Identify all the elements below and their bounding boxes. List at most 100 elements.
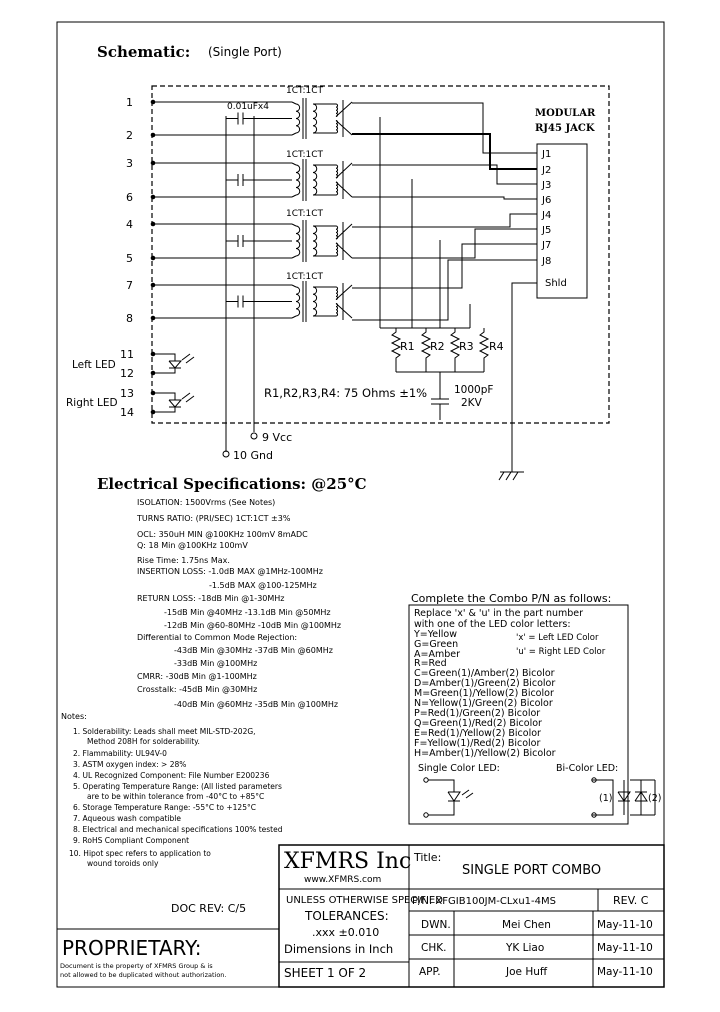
color-code: D=Amber(1)/Green(2) Bicolor bbox=[414, 678, 555, 689]
bicolor-led-2-label: (2) bbox=[648, 793, 661, 804]
title-label: Title: bbox=[413, 851, 441, 864]
note-line: 2. Flammability: UL94V-0 bbox=[73, 749, 167, 758]
jack-pin-j5: J5 bbox=[541, 225, 551, 236]
resistor-r1: R1 bbox=[400, 340, 415, 353]
note-line: 7. Aqueous wash compatible bbox=[73, 814, 181, 823]
spec-line: Rise Time: 1.75ns Max. bbox=[137, 556, 230, 565]
note-line: 6. Storage Temperature Range: -55°C to +… bbox=[73, 803, 256, 812]
transformer-label-4: 1CT:1CT bbox=[286, 272, 324, 282]
app-label: APP. bbox=[419, 966, 441, 978]
jack-pin-j2: J2 bbox=[541, 165, 551, 176]
spec-line: ISOLATION: 1500Vrms (See Notes) bbox=[137, 498, 275, 507]
note-line: Method 208H for solderability. bbox=[87, 737, 200, 746]
x-rule: 'x' = Left LED Color bbox=[516, 633, 599, 643]
electrical-title: Electrical Specifications: @25°C bbox=[97, 475, 367, 493]
color-code: P=Red(1)/Green(2) Bicolor bbox=[414, 708, 540, 719]
bicolor-led-label: Bi-Color LED: bbox=[556, 763, 618, 774]
proprietary-title: PROPRIETARY: bbox=[62, 936, 201, 960]
jack-pin-j7: J7 bbox=[541, 240, 551, 251]
choke-coil bbox=[335, 242, 339, 257]
color-code: N=Yellow(1)/Green(2) Bicolor bbox=[414, 698, 553, 709]
dwn-date: May-11-10 bbox=[597, 919, 653, 931]
left-led-label: Left LED bbox=[72, 359, 116, 371]
company-name: XFMRS Inc bbox=[284, 849, 411, 874]
choke-coil bbox=[335, 181, 339, 196]
spec-line: OCL: 350uH MIN @100KHz 100mV 8mADC bbox=[137, 530, 308, 539]
choke-coil bbox=[335, 103, 338, 117]
jack-pin-j4: J4 bbox=[541, 210, 551, 221]
spec-line: -33dB Min @100MHz bbox=[174, 659, 257, 668]
electrical-spec-lines: ISOLATION: 1500Vrms (See Notes) TURNS RA… bbox=[136, 498, 341, 709]
left-led-symbol bbox=[153, 353, 195, 374]
choke-coil bbox=[335, 286, 338, 300]
dimensions-note: Dimensions in Inch bbox=[284, 942, 393, 956]
spec-line: INSERTION LOSS: -1.0dB MAX @1MHz-100MHz bbox=[137, 567, 323, 576]
combo-codes: Y=Yellow G=Green A=Amber R=Red C=Green(1… bbox=[413, 629, 556, 759]
single-led-label: Single Color LED: bbox=[418, 763, 500, 774]
jack-title-line1: MODULAR bbox=[535, 108, 596, 119]
drawing-title: SINGLE PORT COMBO bbox=[462, 863, 601, 878]
choke-coil bbox=[335, 120, 338, 134]
choke-coil bbox=[335, 225, 339, 240]
pin-1: 1 bbox=[126, 96, 133, 109]
note-line: 3. ASTM oxygen index: > 28% bbox=[73, 760, 186, 769]
jack-pin-j3: J3 bbox=[541, 180, 551, 191]
combo-intro: Replace 'x' & 'u' in the part number wit… bbox=[414, 608, 583, 630]
resistor-r2: R2 bbox=[430, 340, 445, 353]
primary-coil bbox=[295, 103, 301, 134]
single-led-symbol bbox=[423, 777, 474, 818]
company-url: www.XFMRS.com bbox=[304, 875, 381, 885]
note-line: 8. Electrical and mechanical specificati… bbox=[73, 825, 283, 834]
pin-8: 8 bbox=[126, 312, 133, 325]
combo-box bbox=[408, 604, 629, 825]
pin-4: 4 bbox=[126, 218, 133, 231]
spec-line: RETURN LOSS: -18dB Min @1-30MHz bbox=[137, 594, 285, 603]
choke-coil bbox=[335, 164, 339, 179]
jack-title-line2: RJ45 JACK bbox=[535, 123, 595, 134]
color-code: H=Amber(1)/Yellow(2) Bicolor bbox=[414, 748, 556, 759]
resistor-note: R1,R2,R3,R4: 75 Ohms ±1% bbox=[264, 386, 427, 400]
spec-line: Differential to Common Mode Rejection: bbox=[137, 633, 297, 642]
note-line: 9. RoHS Compliant Component bbox=[73, 836, 189, 845]
bicolor-led-symbol bbox=[591, 777, 656, 818]
spec-line: -1.5dB MAX @100-125MHz bbox=[209, 581, 317, 590]
resistor-labels: R1 R2 R3 R4 bbox=[400, 340, 504, 353]
combo-intro-line2: with one of the LED color letters: bbox=[414, 619, 571, 630]
transformer-label-3: 1CT:1CT bbox=[286, 209, 324, 219]
tolerances-label: TOLERANCES: bbox=[304, 909, 389, 923]
chk-date: May-11-10 bbox=[597, 942, 653, 954]
pin-6: 6 bbox=[126, 191, 133, 204]
note-line: 1. Solderability: Leads shall meet MIL-S… bbox=[73, 727, 256, 736]
choke-coil bbox=[335, 303, 338, 317]
color-code: F=Yellow(1)/Red(2) Bicolor bbox=[414, 738, 540, 749]
color-code: E=Red(1)/Yellow(2) Bicolor bbox=[414, 728, 541, 739]
resistor-r3: R3 bbox=[459, 340, 474, 353]
gnd-label: 10 Gnd bbox=[233, 449, 273, 462]
transformer-channels bbox=[153, 98, 353, 322]
tolerance-value: .xxx ±0.010 bbox=[312, 926, 379, 939]
app-name: Joe Huff bbox=[505, 966, 548, 978]
color-code: R=Red bbox=[414, 658, 447, 669]
title-block-grid bbox=[278, 844, 665, 988]
note-line: 10. Hipot spec refers to application to bbox=[69, 849, 211, 858]
right-led-symbol bbox=[153, 392, 195, 413]
schematic-subtitle: (Single Port) bbox=[208, 45, 282, 59]
spec-line: Crosstalk: -45dB Min @30MHz bbox=[137, 685, 257, 694]
color-code: M=Green(1)/Yellow(2) Bicolor bbox=[414, 688, 554, 699]
note-line: wound toroids only bbox=[87, 859, 159, 868]
combo-header: Complete the Combo P/N as follows: bbox=[411, 592, 611, 605]
color-code: Y=Yellow bbox=[413, 629, 457, 640]
pin-dots bbox=[150, 99, 156, 415]
revision: REV. C bbox=[613, 894, 649, 907]
notes-lines: 1. Solderability: Leads shall meet MIL-S… bbox=[69, 727, 283, 868]
transformer-label-1: 1CT:1CT bbox=[286, 86, 324, 96]
jack-pin-labels: J1 J2 J3 J6 J4 J5 J7 J8 Shld bbox=[541, 149, 567, 289]
vcc-label: 9 Vcc bbox=[262, 431, 292, 444]
jack-pin-j8: J8 bbox=[541, 256, 551, 267]
spec-line: -40dB Min @60MHz -35dB Min @100MHz bbox=[174, 700, 338, 709]
sheet-number: SHEET 1 OF 2 bbox=[284, 966, 366, 980]
pin-14: 14 bbox=[120, 406, 134, 419]
spec-line: TURNS RATIO: (PRI/SEC) 1CT:1CT ±3% bbox=[136, 514, 291, 523]
pin-5: 5 bbox=[126, 252, 133, 265]
